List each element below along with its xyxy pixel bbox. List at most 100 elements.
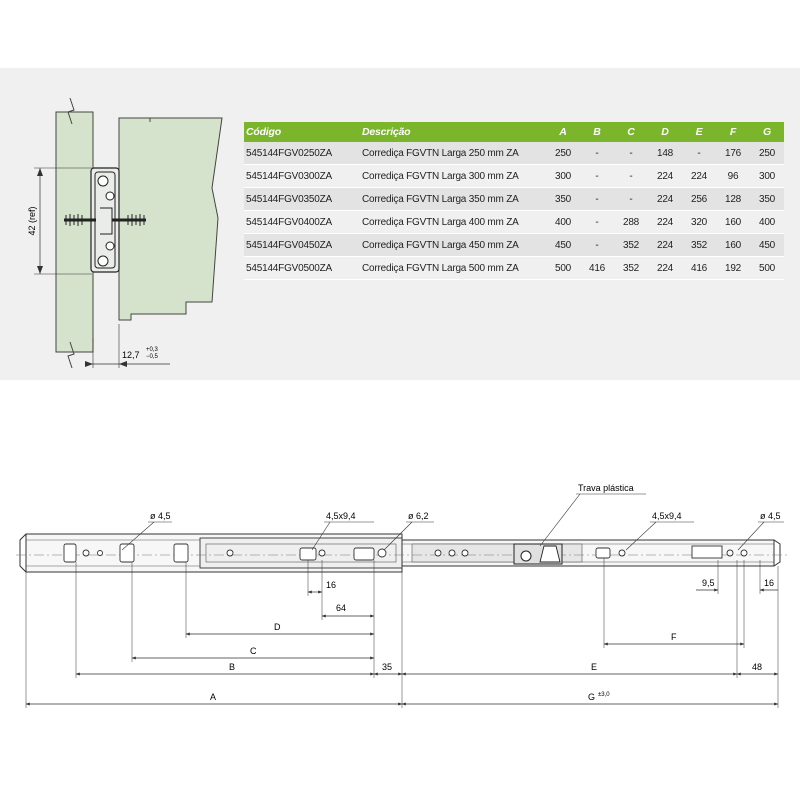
table-row: 545144FGV0500ZA Corrediça FGVTN Larga 50…: [244, 256, 784, 280]
cell-g: 500: [750, 256, 784, 280]
cell-c: -: [614, 142, 648, 165]
cell-descricao: Corrediça FGVTN Larga 350 mm ZA: [360, 187, 546, 211]
dim-c: C: [250, 646, 257, 656]
cell-codigo: 545144FGV0300ZA: [244, 164, 360, 188]
cell-g: 400: [750, 210, 784, 234]
cell-g: 350: [750, 187, 784, 211]
cell-g: 250: [750, 142, 784, 165]
dim-16-right: 16: [764, 578, 774, 588]
table-row: 545144FGV0250ZA Corrediça FGVTN Larga 25…: [244, 142, 784, 165]
dim-16-left: 16: [326, 580, 336, 590]
extension-lines: [25, 558, 779, 708]
table-row: 545144FGV0300ZA Corrediça FGVTN Larga 30…: [244, 164, 784, 188]
slide-dimension-drawing: ø 4,5 4,5x9,4 ø 6,2 Trava plástica 4,5x9…: [16, 483, 790, 708]
screw-left: [64, 214, 96, 226]
header-c: C: [614, 122, 648, 142]
cell-e: 256: [682, 187, 716, 211]
cell-f: 160: [716, 210, 750, 234]
cell-descricao: Corrediça FGVTN Larga 450 mm ZA: [360, 233, 546, 257]
cell-c: -: [614, 187, 648, 211]
table-row: 545144FGV0350ZA Corrediça FGVTN Larga 35…: [244, 187, 784, 211]
cell-descricao: Corrediça FGVTN Larga 250 mm ZA: [360, 142, 546, 165]
spec-table: Código Descrição A B C D E F G 545144FGV…: [244, 122, 784, 280]
dimension-lines: [25, 588, 779, 706]
cell-b: -: [580, 233, 614, 257]
cell-c: 352: [614, 256, 648, 280]
depth-dimension: [85, 324, 170, 368]
slide-profile-section: [90, 167, 120, 273]
height-dimension: [34, 167, 92, 275]
cell-a: 450: [546, 233, 580, 257]
cell-codigo: 545144FGV0250ZA: [244, 142, 360, 165]
dim-a: A: [210, 692, 216, 702]
cell-b: -: [580, 210, 614, 234]
cell-f: 160: [716, 233, 750, 257]
cell-codigo: 545144FGV0350ZA: [244, 187, 360, 211]
header-f: F: [716, 122, 750, 142]
cell-e: -: [682, 142, 716, 165]
depth-tolerance-plus: +0,3: [146, 347, 159, 353]
cell-g: 450: [750, 233, 784, 257]
label-slot-left: 4,5x9,4: [326, 511, 356, 521]
cell-f: 192: [716, 256, 750, 280]
cell-g: 300: [750, 164, 784, 188]
dim-g: G: [588, 692, 595, 702]
cell-b: -: [580, 164, 614, 188]
inner-rail-holes: [434, 545, 748, 559]
label-hole-d45-right: ø 4,5: [760, 511, 781, 521]
header-e: E: [682, 122, 716, 142]
dim-f: F: [671, 632, 677, 642]
cell-descricao: Corrediça FGVTN Larga 400 mm ZA: [360, 210, 546, 234]
table-row: 545144FGV0400ZA Corrediça FGVTN Larga 40…: [244, 210, 784, 234]
cell-a: 400: [546, 210, 580, 234]
dim-9-5: 9,5: [702, 578, 715, 588]
outer-rail-holes: [63, 543, 387, 563]
cell-codigo: 545144FGV0400ZA: [244, 210, 360, 234]
dim-e: E: [591, 662, 597, 672]
cell-descricao: Corrediça FGVTN Larga 500 mm ZA: [360, 256, 546, 280]
cell-f: 176: [716, 142, 750, 165]
header-codigo: Código: [244, 122, 360, 142]
cell-a: 350: [546, 187, 580, 211]
header-g: G: [750, 122, 784, 142]
cell-f: 128: [716, 187, 750, 211]
cell-c: 352: [614, 233, 648, 257]
cross-section-view: 42 (ref) 12,7 +0,3 −0,5: [27, 97, 223, 369]
break-line-bottom-left: [67, 341, 75, 369]
cell-c: -: [614, 164, 648, 188]
dim-b: B: [229, 662, 235, 672]
callout-leaders: [121, 493, 784, 551]
cell-b: -: [580, 142, 614, 165]
header-b: B: [580, 122, 614, 142]
label-trava-plastica: Trava plástica: [578, 483, 634, 493]
dim-g-tolerance: ±3,0: [598, 692, 610, 698]
header-a: A: [546, 122, 580, 142]
cell-e: 320: [682, 210, 716, 234]
cell-a: 500: [546, 256, 580, 280]
dim-48: 48: [752, 662, 762, 672]
header-d: D: [648, 122, 682, 142]
dim-64: 64: [336, 603, 346, 613]
break-line-top-left: [67, 97, 75, 125]
plastic-lock: [513, 543, 563, 565]
cell-b: 416: [580, 256, 614, 280]
cell-e: 416: [682, 256, 716, 280]
cell-d: 224: [648, 210, 682, 234]
table-header-row: Código Descrição A B C D E F G: [244, 122, 784, 142]
dim-35: 35: [382, 662, 392, 672]
cell-a: 300: [546, 164, 580, 188]
cell-e: 224: [682, 164, 716, 188]
cell-d: 224: [648, 233, 682, 257]
cell-e: 352: [682, 233, 716, 257]
cabinet-side-panel: [55, 111, 94, 353]
dim-d: D: [274, 622, 281, 632]
cell-d: 224: [648, 187, 682, 211]
label-slot-right: 4,5x9,4: [652, 511, 682, 521]
header-descricao: Descrição: [360, 122, 546, 142]
cell-f: 96: [716, 164, 750, 188]
depth-tolerance-minus: −0,5: [146, 354, 159, 360]
table-row: 545144FGV0450ZA Corrediça FGVTN Larga 45…: [244, 233, 784, 257]
drawer-side-panel: [118, 117, 223, 321]
label-hole-d45-left: ø 4,5: [150, 511, 171, 521]
screw-right: [112, 214, 146, 226]
